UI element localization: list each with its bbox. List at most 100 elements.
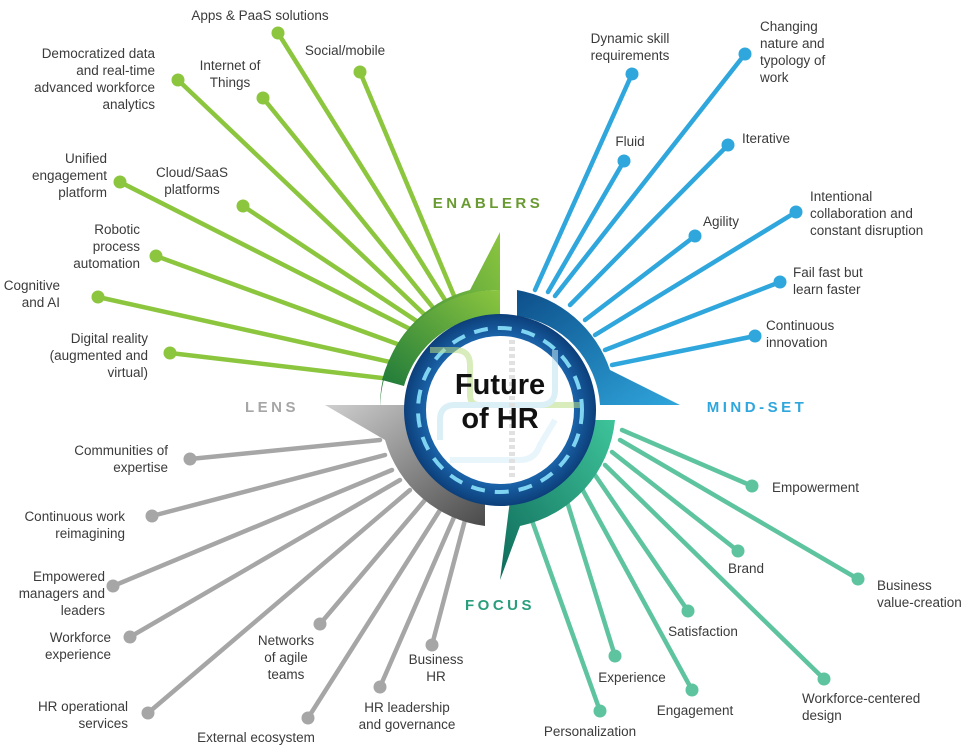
lens-spoke-line	[110, 467, 395, 589]
mindset-spoke-line	[552, 51, 748, 299]
mindset-label-line: Continuous	[766, 318, 835, 333]
lens-label: Continuous work reimagining	[24, 509, 125, 541]
enablers-spoke-line	[240, 203, 421, 325]
focus-label-line: Experience	[598, 670, 666, 685]
lens-spoke-dot	[123, 630, 137, 644]
enablers-label-line: analytics	[102, 97, 155, 112]
focus-label-line: Workforce-centered	[802, 691, 920, 706]
mindset-label-line: innovation	[766, 335, 828, 350]
focus-spoke-dot	[681, 604, 695, 618]
focus-label-line: Personalization	[544, 724, 636, 739]
mindset-spoke-dot	[617, 154, 631, 168]
enablers-label-line: Digital reality	[71, 331, 149, 346]
lens-spoke-line	[305, 507, 443, 721]
mindset-label: Fluid	[615, 134, 644, 149]
enablers-spoke-dot	[149, 249, 163, 263]
lens-label-line: experience	[45, 647, 111, 662]
enablers-label-line: engagement	[32, 168, 107, 183]
mindset-label-line: work	[759, 70, 789, 85]
enablers-spoke-dot	[91, 290, 105, 304]
enablers-label-line: Internet of	[200, 58, 261, 73]
enablers-label-line: Cognitive	[4, 278, 60, 293]
lens-label: Empowered managers and leaders	[19, 569, 106, 618]
lens-label-line: of agile	[264, 650, 308, 665]
lens-label-line: reimagining	[55, 526, 125, 541]
mindset-spoke-line	[582, 233, 698, 323]
enablers-spoke-line	[357, 69, 458, 301]
enablers-label: Apps & PaaS solutions	[191, 8, 329, 23]
focus-spoke-line	[592, 472, 691, 614]
enablers-spoke-line	[175, 77, 428, 318]
focus-label: Satisfaction	[668, 624, 738, 639]
mindset-spoke-dot	[688, 229, 702, 243]
enablers-label-line: Things	[210, 75, 251, 90]
lens-spoke-dot	[183, 452, 197, 466]
mindset-spoke-line	[532, 71, 635, 293]
lens-label-line: Business	[409, 652, 464, 667]
focus-label: Empowerment	[772, 480, 859, 495]
mindset-label-line: Intentional	[810, 189, 872, 204]
enablers-label-line: process	[93, 239, 141, 254]
lens-label-line: leaders	[61, 603, 106, 618]
enablers-label-line: Social/mobile	[305, 43, 385, 58]
focus-spoke-dot	[731, 544, 745, 558]
mindset-label: Iterative	[742, 131, 790, 146]
mindset-spoke-dot	[738, 47, 752, 61]
enablers-label: Internet of Things	[200, 58, 261, 90]
lens-label-line: and governance	[359, 717, 456, 732]
enablers-spoke-line	[260, 95, 438, 313]
enablers-spoke-line	[167, 350, 385, 381]
enablers-spoke-dot	[113, 175, 127, 189]
lens-label-line: Communities of	[74, 443, 168, 458]
mindset-label: Agility	[703, 214, 739, 229]
focus-label-line: Brand	[728, 561, 764, 576]
lens-spoke-line	[145, 487, 413, 716]
enablers-spoke-line	[117, 179, 415, 333]
focus-spoke-line	[577, 482, 695, 693]
enablers-spoke-line	[95, 294, 393, 365]
mindset-label-line: nature and	[760, 36, 825, 51]
lens-spoke-line	[187, 437, 383, 462]
focus-spoke-dot	[851, 572, 865, 586]
mindset-arc	[517, 290, 680, 405]
lens-label: External ecosystem	[197, 730, 315, 745]
spoke-lines	[91, 26, 865, 725]
mindset-label-line: requirements	[591, 48, 670, 63]
lens-spoke-line	[127, 477, 403, 640]
lens-label-line: Empowered	[33, 569, 105, 584]
focus-spoke-dot	[685, 683, 699, 697]
lens-label-line: Continuous work	[24, 509, 125, 524]
focus-label-line: value-creation	[877, 595, 962, 610]
mindset-label-line: Agility	[703, 214, 739, 229]
mindset-spoke-line	[545, 158, 627, 295]
enablers-label-line: and real-time	[76, 63, 155, 78]
enablers-label-line: Democratized data	[42, 46, 156, 61]
lens-spoke-dot	[145, 509, 159, 523]
enablers-label-line: Robotic	[94, 222, 140, 237]
lens-label-line: expertise	[113, 460, 168, 475]
focus-spoke-dot	[817, 672, 831, 686]
focus-spoke-line	[562, 492, 618, 659]
enablers-spoke-dot	[271, 26, 285, 40]
mindset-spoke-line	[609, 333, 758, 368]
lens-spoke-line	[377, 512, 458, 690]
lens-label-line: managers and	[19, 586, 105, 601]
mindset-spoke-dot	[789, 205, 803, 219]
mindset-spoke-dot	[748, 329, 762, 343]
focus-arc	[500, 420, 615, 580]
enablers-label-line: advanced workforce	[34, 80, 155, 95]
quadrant-title-mindset: MIND-SET	[707, 399, 808, 416]
lens-spoke-dot	[313, 617, 327, 631]
mindset-spoke-dot	[721, 138, 735, 152]
enablers-arc	[379, 232, 500, 410]
enablers-spoke-dot	[236, 199, 250, 213]
enablers-label-line: and AI	[22, 295, 60, 310]
focus-spoke-dot	[593, 704, 607, 718]
